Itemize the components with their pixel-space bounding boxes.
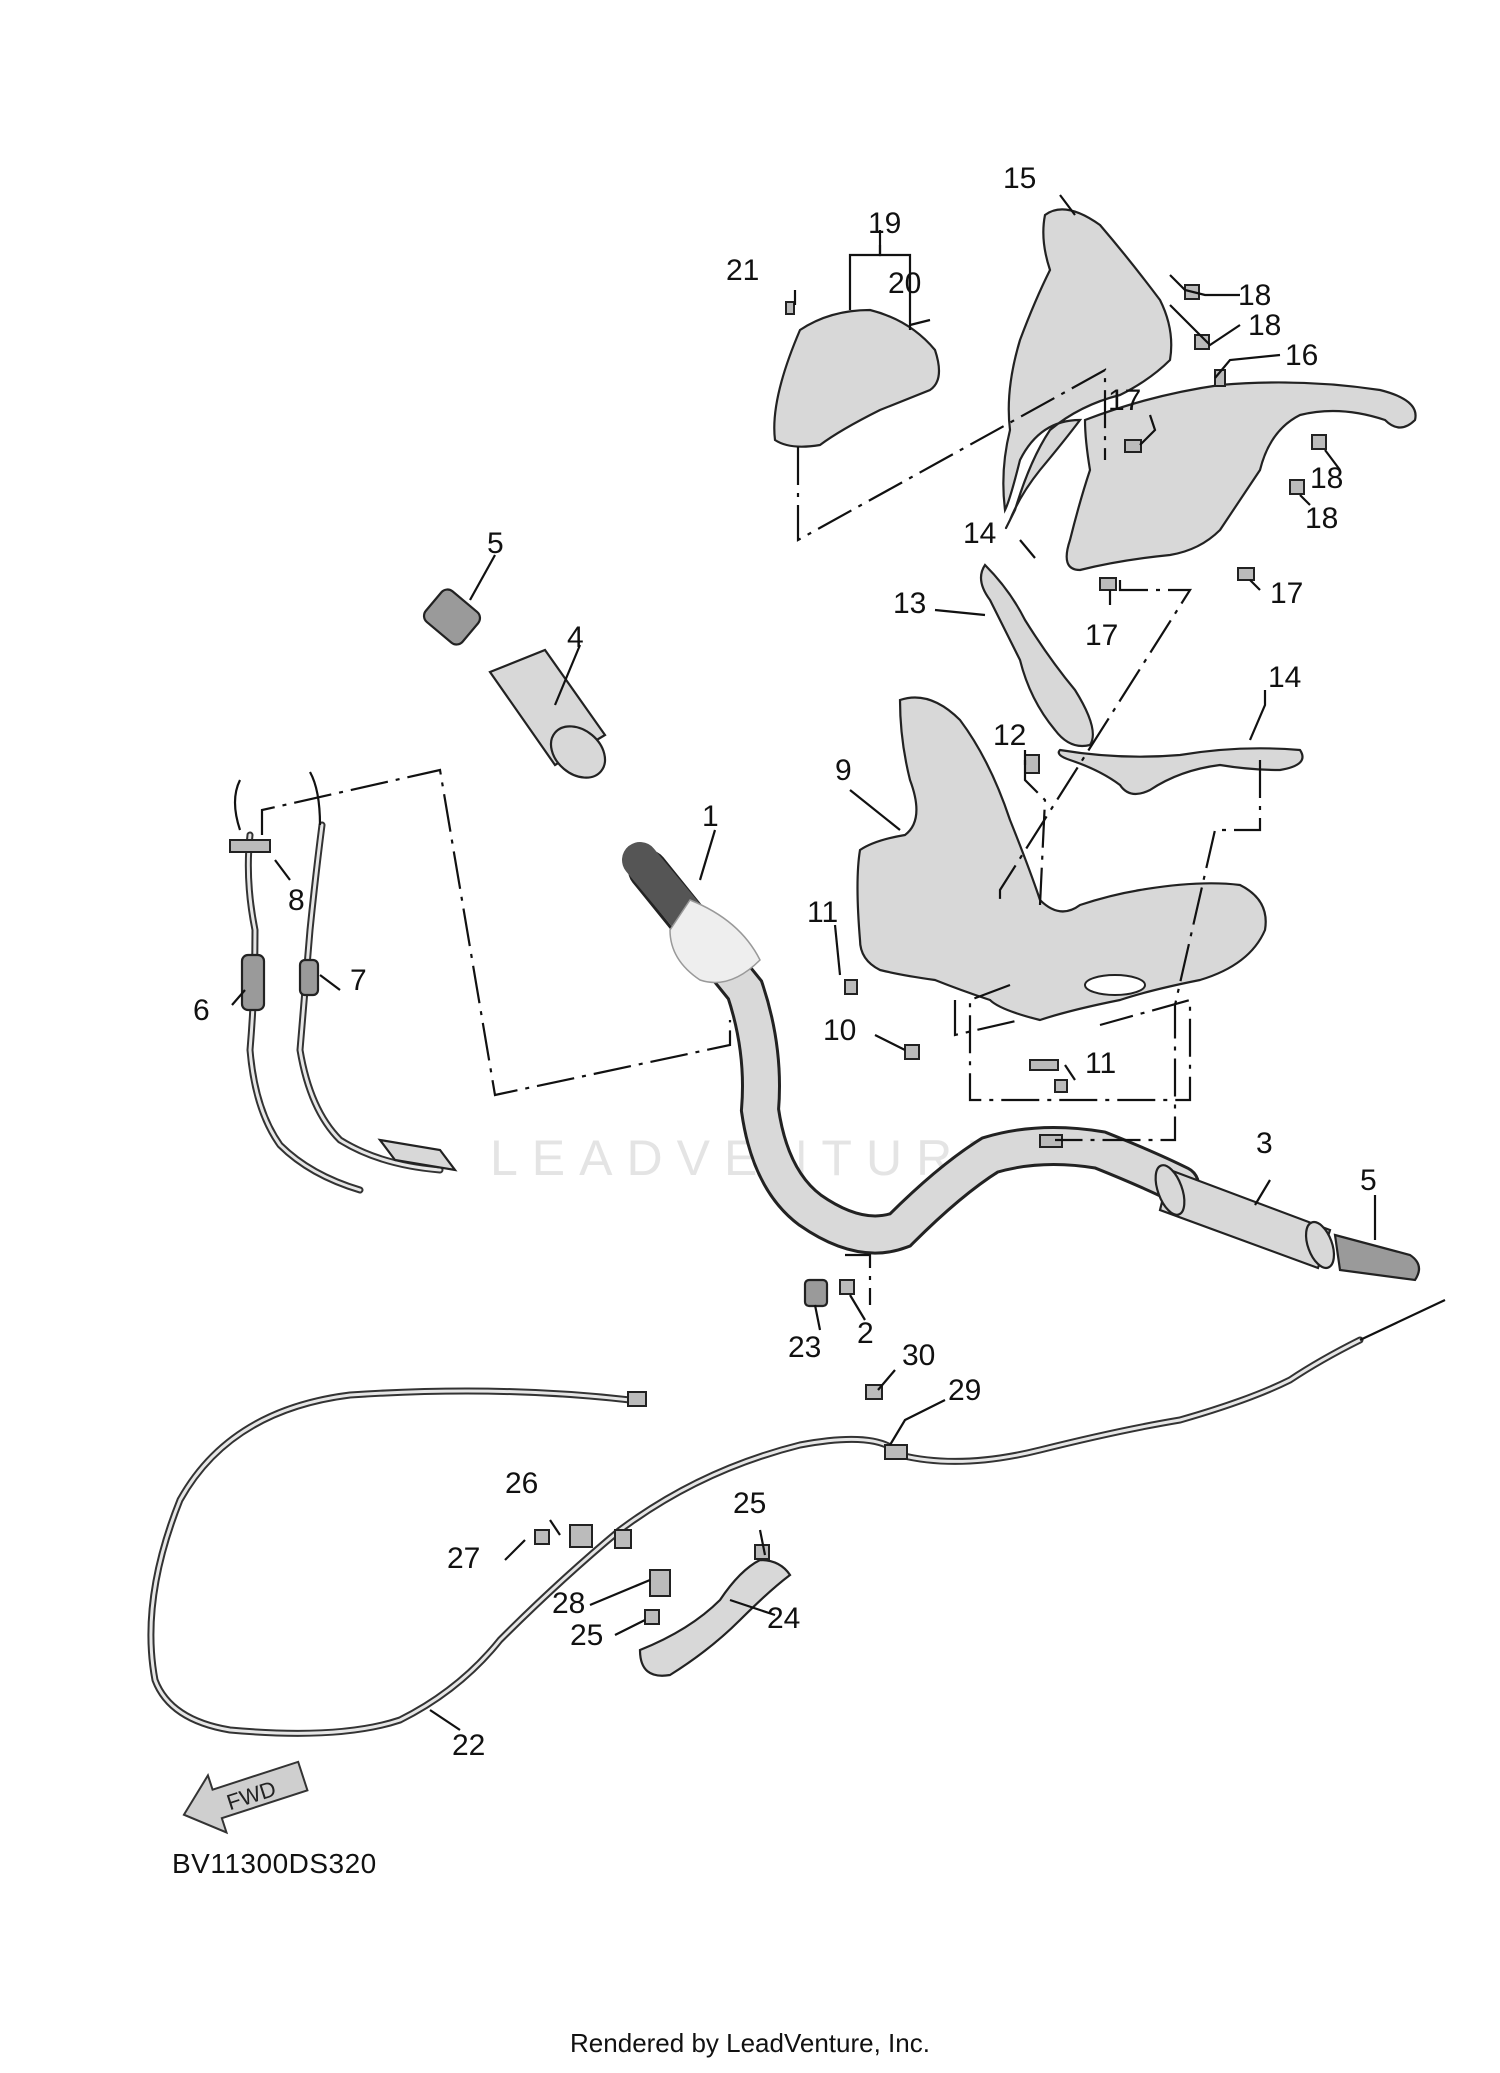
callout-11a: 11 <box>807 896 838 929</box>
right-grip <box>1154 1164 1421 1282</box>
callout-18a: 18 <box>1238 279 1271 312</box>
inner-cover <box>856 696 1267 1022</box>
callout-17c: 17 <box>1270 577 1303 610</box>
callout-2: 2 <box>857 1317 874 1350</box>
clips <box>1099 284 1327 591</box>
throttle-cable <box>147 1299 1446 1737</box>
callout-21: 21 <box>726 254 759 287</box>
left-grip <box>422 588 607 779</box>
callout-9: 9 <box>835 754 852 787</box>
callout-13: 13 <box>893 587 926 620</box>
callout-28: 28 <box>552 1587 585 1620</box>
callout-5a: 5 <box>487 527 504 560</box>
callout-12: 12 <box>993 719 1026 752</box>
callout-18d: 18 <box>1305 502 1338 535</box>
callout-29: 29 <box>948 1374 981 1407</box>
callout-11b: 11 <box>1085 1047 1116 1080</box>
switch-cables <box>229 771 458 1194</box>
callout-17a: 17 <box>1108 384 1141 417</box>
callout-15: 15 <box>1003 162 1036 195</box>
watermark: LEADVENTURE <box>490 1130 1014 1186</box>
callout-23: 23 <box>788 1331 821 1364</box>
footer-credit: Rendered by LeadVenture, Inc. <box>570 2028 930 2058</box>
fwd-arrow: FWD <box>182 1760 309 1835</box>
cable-guide <box>569 1524 792 1677</box>
fasteners <box>534 754 1068 1625</box>
callout-26: 26 <box>505 1467 538 1500</box>
diagram-code: BV11300DS320 <box>172 1848 377 1879</box>
callout-6: 6 <box>193 994 210 1027</box>
callout-27: 27 <box>447 1542 480 1575</box>
callout-19: 19 <box>868 207 901 240</box>
callout-14b: 14 <box>1268 661 1301 694</box>
callout-16: 16 <box>1285 339 1318 372</box>
callout-30: 30 <box>902 1339 935 1372</box>
callout-4: 4 <box>567 621 584 654</box>
callout-17b: 17 <box>1085 619 1118 652</box>
assembly-lines <box>260 368 1262 1305</box>
handlebar <box>622 842 1200 1255</box>
callout-20: 20 <box>888 267 921 300</box>
leader-lines <box>231 194 1377 1731</box>
callout-5b: 5 <box>1360 1164 1377 1197</box>
callout-labels: 1 2 3 4 5 5 6 7 8 9 10 11 11 12 13 14 14… <box>193 162 1377 1762</box>
callout-1: 1 <box>702 800 719 833</box>
callout-14a: 14 <box>963 517 996 550</box>
handlebar-upper-cover <box>773 301 941 448</box>
callout-25a: 25 <box>733 1487 766 1520</box>
callout-25b: 25 <box>570 1619 603 1652</box>
callout-10: 10 <box>823 1014 856 1047</box>
callout-18c: 18 <box>1310 462 1343 495</box>
callout-8: 8 <box>288 884 305 917</box>
front-cover-top <box>1002 208 1173 530</box>
callout-3: 3 <box>1256 1127 1273 1160</box>
callout-18b: 18 <box>1248 309 1281 342</box>
callout-24: 24 <box>767 1602 800 1635</box>
callout-22: 22 <box>452 1729 485 1762</box>
callout-7: 7 <box>350 964 367 997</box>
inner-cover-bracket <box>979 563 1304 796</box>
